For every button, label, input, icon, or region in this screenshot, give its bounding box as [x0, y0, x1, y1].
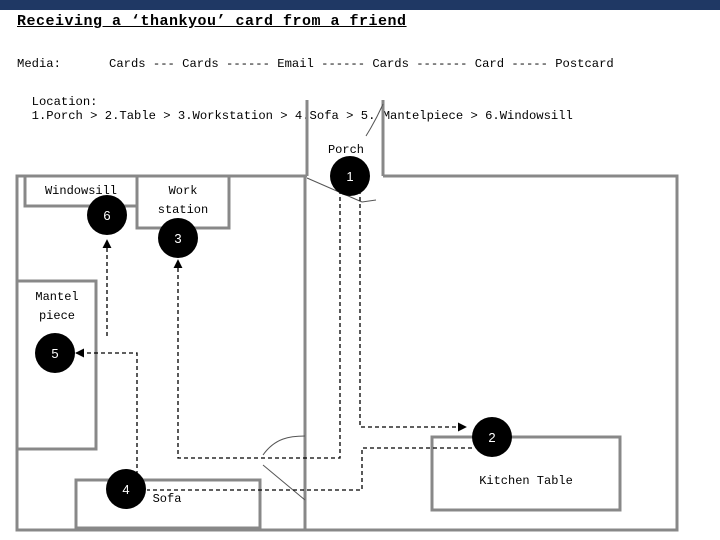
media-separator: --- [145, 57, 183, 71]
house-wall-right [305, 174, 679, 532]
room-label-mantelpiece: Mantel piece [35, 290, 79, 323]
location-marker-3: 3 [158, 218, 198, 258]
mantelpiece-box [15, 279, 98, 451]
kitchen-table-box [430, 435, 622, 512]
media-item-4: Cards [372, 57, 409, 71]
media-item-5: Card [474, 57, 505, 71]
room-label-kitchen-table: Kitchen Table [479, 474, 573, 488]
media-item-3: Email [277, 57, 314, 71]
location-marker-1: 1 [330, 156, 370, 196]
path-table-to-sofa [147, 447, 472, 491]
location-marker-5: 5 [35, 333, 75, 373]
path-porch-to-table [359, 190, 467, 432]
hallway-door-curve [262, 435, 306, 456]
media-item-1: Cards [109, 57, 146, 71]
sofa-box [74, 478, 262, 530]
porch-door-line-b [361, 199, 377, 203]
media-item-6: Postcard [555, 57, 614, 71]
media-row: Media: Cards --- Cards ------ Email ----… [17, 57, 614, 71]
location-row: Location: 1.Porch > 2.Table > 3.Workstat… [17, 81, 573, 123]
top-banner [0, 0, 720, 10]
media-item-2: Cards [182, 57, 219, 71]
hallway-door-line [262, 464, 306, 501]
page-title: Receiving a ‘thankyou’ card from a frien… [17, 13, 407, 30]
location-label: Location: [31, 95, 98, 109]
location-sequence: 1.Porch > 2.Table > 3.Workstation > 4.So… [31, 109, 573, 123]
media-separator: ------ [313, 57, 373, 71]
media-separator: ------- [408, 57, 475, 71]
path-sofa-to-mantelpiece [75, 348, 138, 482]
location-marker-2: 2 [472, 417, 512, 457]
room-label-windowsill: Windowsill [44, 184, 117, 198]
media-separator: ------ [218, 57, 278, 71]
room-label-sofa: Sofa [152, 492, 182, 506]
media-label: Media: [17, 57, 61, 71]
porch-door-curve [365, 103, 384, 137]
path-porch-to-workstation [173, 190, 341, 459]
location-marker-4: 4 [106, 469, 146, 509]
location-marker-6: 6 [87, 195, 127, 235]
room-label-porch: Porch [327, 143, 364, 157]
room-label-workstation: Work station [157, 184, 209, 217]
media-separator: ----- [504, 57, 556, 71]
porch-door-line-a [306, 177, 363, 203]
